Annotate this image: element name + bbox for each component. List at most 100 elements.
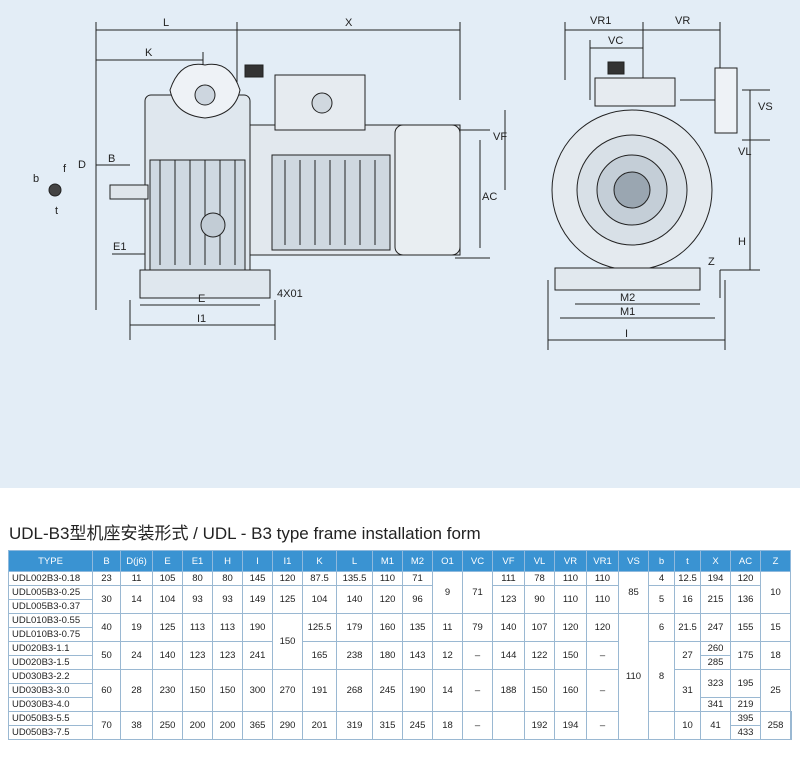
cell-E: 250 <box>152 711 183 740</box>
cell-I1: 150 <box>272 613 303 670</box>
dim-label-B: B <box>108 153 115 165</box>
th-AC: AC <box>730 550 761 572</box>
cell-L: 319 <box>336 711 373 740</box>
cell-t: 27 <box>674 641 701 670</box>
table-row: UD030B3-4.0 341 219 <box>8 697 792 712</box>
cell-VC: – <box>462 711 493 740</box>
technical-drawing: L X K b f D B t E1 E I1 4X01 AC VR1 VR V… <box>0 0 800 488</box>
table-row: UD020B3-1.1 50 24 140 123 123 241 165 23… <box>8 641 792 712</box>
cell-H: 113 <box>212 613 243 642</box>
dim-label-VC: VC <box>608 35 623 47</box>
cell-type: UD030B3-4.0 <box>8 697 93 712</box>
cell-I: 365 <box>242 711 273 740</box>
cell-X: 395 <box>730 711 761 726</box>
cell-VR: 150 <box>554 641 587 670</box>
cell-D: 28 <box>120 669 153 712</box>
dim-label-AC: AC <box>482 191 497 203</box>
th-Z: Z <box>760 550 791 572</box>
cell-O1: 11 <box>432 613 463 642</box>
th-VF: VF <box>492 550 525 572</box>
cell-L: 135.5 <box>336 571 373 586</box>
th-VL: VL <box>524 550 555 572</box>
cell-L: 140 <box>336 585 373 614</box>
cell-M1: 315 <box>372 711 403 740</box>
cell-t: 12.5 <box>674 571 701 586</box>
cell-M1: 110 <box>372 571 403 586</box>
cell-VF: 188 <box>492 669 525 712</box>
cell-b: 6 <box>648 613 675 642</box>
cell-E: 230 <box>152 669 183 712</box>
dim-label-4X01: 4X01 <box>277 288 303 300</box>
cell-D: 19 <box>120 613 153 642</box>
cell-X: 433 <box>730 725 761 740</box>
cell-M1: 120 <box>372 585 403 614</box>
cell-VL: 192 <box>524 711 555 740</box>
cell-VF: 140 <box>492 613 525 642</box>
cell-VL: 78 <box>524 571 555 586</box>
cell-Z: 25 <box>760 669 791 712</box>
dim-label-VR1: VR1 <box>590 15 611 27</box>
cell-M1: 180 <box>372 641 403 670</box>
cell-L: 179 <box>336 613 373 642</box>
cell-E1: 150 <box>182 669 213 712</box>
table-row: UD030B3-3.0 <box>8 683 792 698</box>
cell-VC: – <box>462 641 493 670</box>
cell-VR1: – <box>586 641 619 670</box>
dim-label-X: X <box>345 17 353 29</box>
cell-Z: 18 <box>760 641 791 670</box>
cell-AC: 120 <box>730 571 761 586</box>
dim-label-I1: I1 <box>197 313 206 325</box>
cell-VR: 110 <box>554 585 587 614</box>
cell-B: 60 <box>92 669 121 712</box>
dim-label-E: E <box>198 293 205 305</box>
th-VR1: VR1 <box>586 550 619 572</box>
cell-K: 104 <box>302 585 337 614</box>
table-row: UD030B3-2.2 60 28 230 150 150 300 270 19… <box>8 669 792 712</box>
table-row: UDL005B3-0.37 <box>8 599 792 614</box>
cell-B: 23 <box>92 571 121 586</box>
th-VS: VS <box>618 550 649 572</box>
cell-K: 165 <box>302 641 337 670</box>
cell-VR1: 110 <box>586 571 619 586</box>
cell-VF: 123 <box>492 585 525 614</box>
th-D: D(j6) <box>120 550 153 572</box>
cell-D: 11 <box>120 571 153 586</box>
cell-VF: 111 <box>492 571 525 586</box>
cell-VL: 90 <box>524 585 555 614</box>
cell-type: UD020B3-1.1 <box>8 641 93 656</box>
cell-t: 31 <box>674 669 701 712</box>
table-title: UDL-B3型机座安装形式 / UDL - B3 type frame inst… <box>9 524 481 543</box>
cell-M1: 245 <box>372 669 403 712</box>
cell-VL: 122 <box>524 641 555 670</box>
cell-VC: – <box>462 669 493 712</box>
cell-O1: 9 <box>432 571 463 614</box>
cell-b: 8 <box>648 641 675 712</box>
cell-B: 70 <box>92 711 121 740</box>
cell-type: UD030B3-2.2 <box>8 669 93 684</box>
dim-label-b: b <box>33 173 39 185</box>
cell-I: 241 <box>242 641 273 670</box>
cell-X: 285 <box>700 655 731 670</box>
cell-K: 87.5 <box>302 571 337 586</box>
cell-VF <box>492 711 525 740</box>
cell-D: 38 <box>120 711 153 740</box>
cell-X: 260 <box>700 641 731 656</box>
th-VC: VC <box>462 550 493 572</box>
th-E: E <box>152 550 183 572</box>
cell-b: 5 <box>648 585 675 614</box>
cell-VF: 144 <box>492 641 525 670</box>
cell-VC: 79 <box>462 613 493 642</box>
dim-label-D: D <box>78 159 86 171</box>
dim-label-f: f <box>63 163 67 175</box>
dim-label-VS: VS <box>758 101 773 113</box>
cell-X: 341 <box>700 697 731 712</box>
cell-E1: 113 <box>182 613 213 642</box>
cell-L: 268 <box>336 669 373 712</box>
dim-label-VR: VR <box>675 15 690 27</box>
dim-label-M2: M2 <box>620 292 635 304</box>
cell-AC: 258 <box>760 711 791 740</box>
cell-E: 125 <box>152 613 183 642</box>
th-O1: O1 <box>432 550 463 572</box>
cell-t: 41 <box>700 711 731 740</box>
th-E1: E1 <box>182 550 213 572</box>
